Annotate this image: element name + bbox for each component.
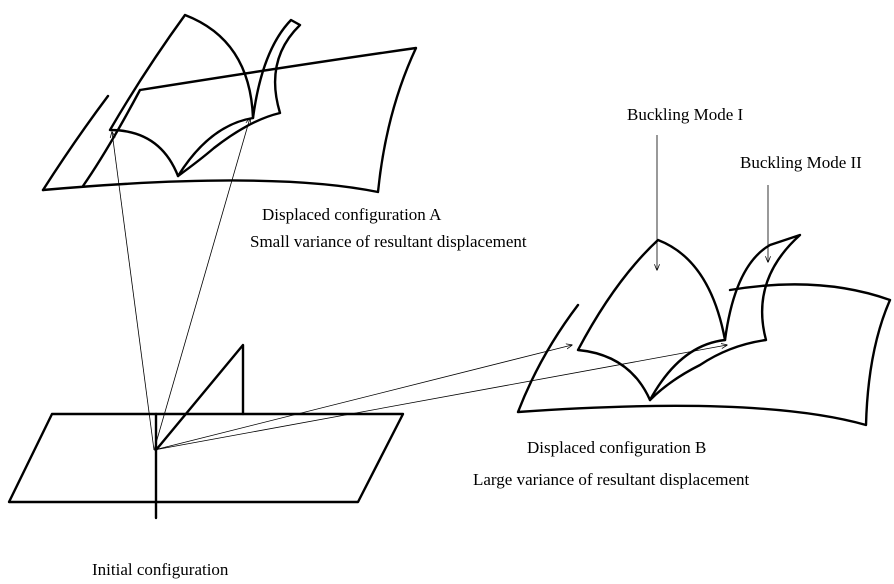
config-b-subtitle: Large variance of resultant displacement (473, 470, 750, 489)
mode-pointers (657, 135, 768, 270)
arrow-to-b-left (153, 345, 572, 451)
b-left-leaf (576, 238, 727, 402)
displaced-configuration-a-shape (41, 13, 418, 194)
arrow-to-a-left (112, 132, 155, 451)
b-base-plate (516, 283, 892, 427)
buckling-mode-2-label: Buckling Mode II (740, 153, 862, 172)
initial-configuration-shape (7, 343, 405, 520)
initial-stiffener (154, 343, 245, 520)
arrow-to-a-right (153, 118, 250, 451)
displaced-configuration-b-shape (516, 233, 892, 427)
arrow-to-b-right (153, 345, 727, 451)
config-a-title: Displaced configuration A (262, 205, 442, 224)
a-left-leaf (41, 13, 255, 192)
initial-configuration-label: Initial configuration (92, 560, 229, 579)
a-base-plate (41, 46, 418, 194)
config-b-title: Displaced configuration B (527, 438, 707, 457)
buckling-mode-1-label: Buckling Mode I (627, 105, 744, 124)
config-a-subtitle: Small variance of resultant displacement (250, 232, 527, 251)
displacement-arrows (112, 118, 727, 451)
b-right-leaf (648, 233, 802, 402)
a-right-leaf (176, 18, 302, 178)
initial-base-plate (7, 412, 405, 504)
